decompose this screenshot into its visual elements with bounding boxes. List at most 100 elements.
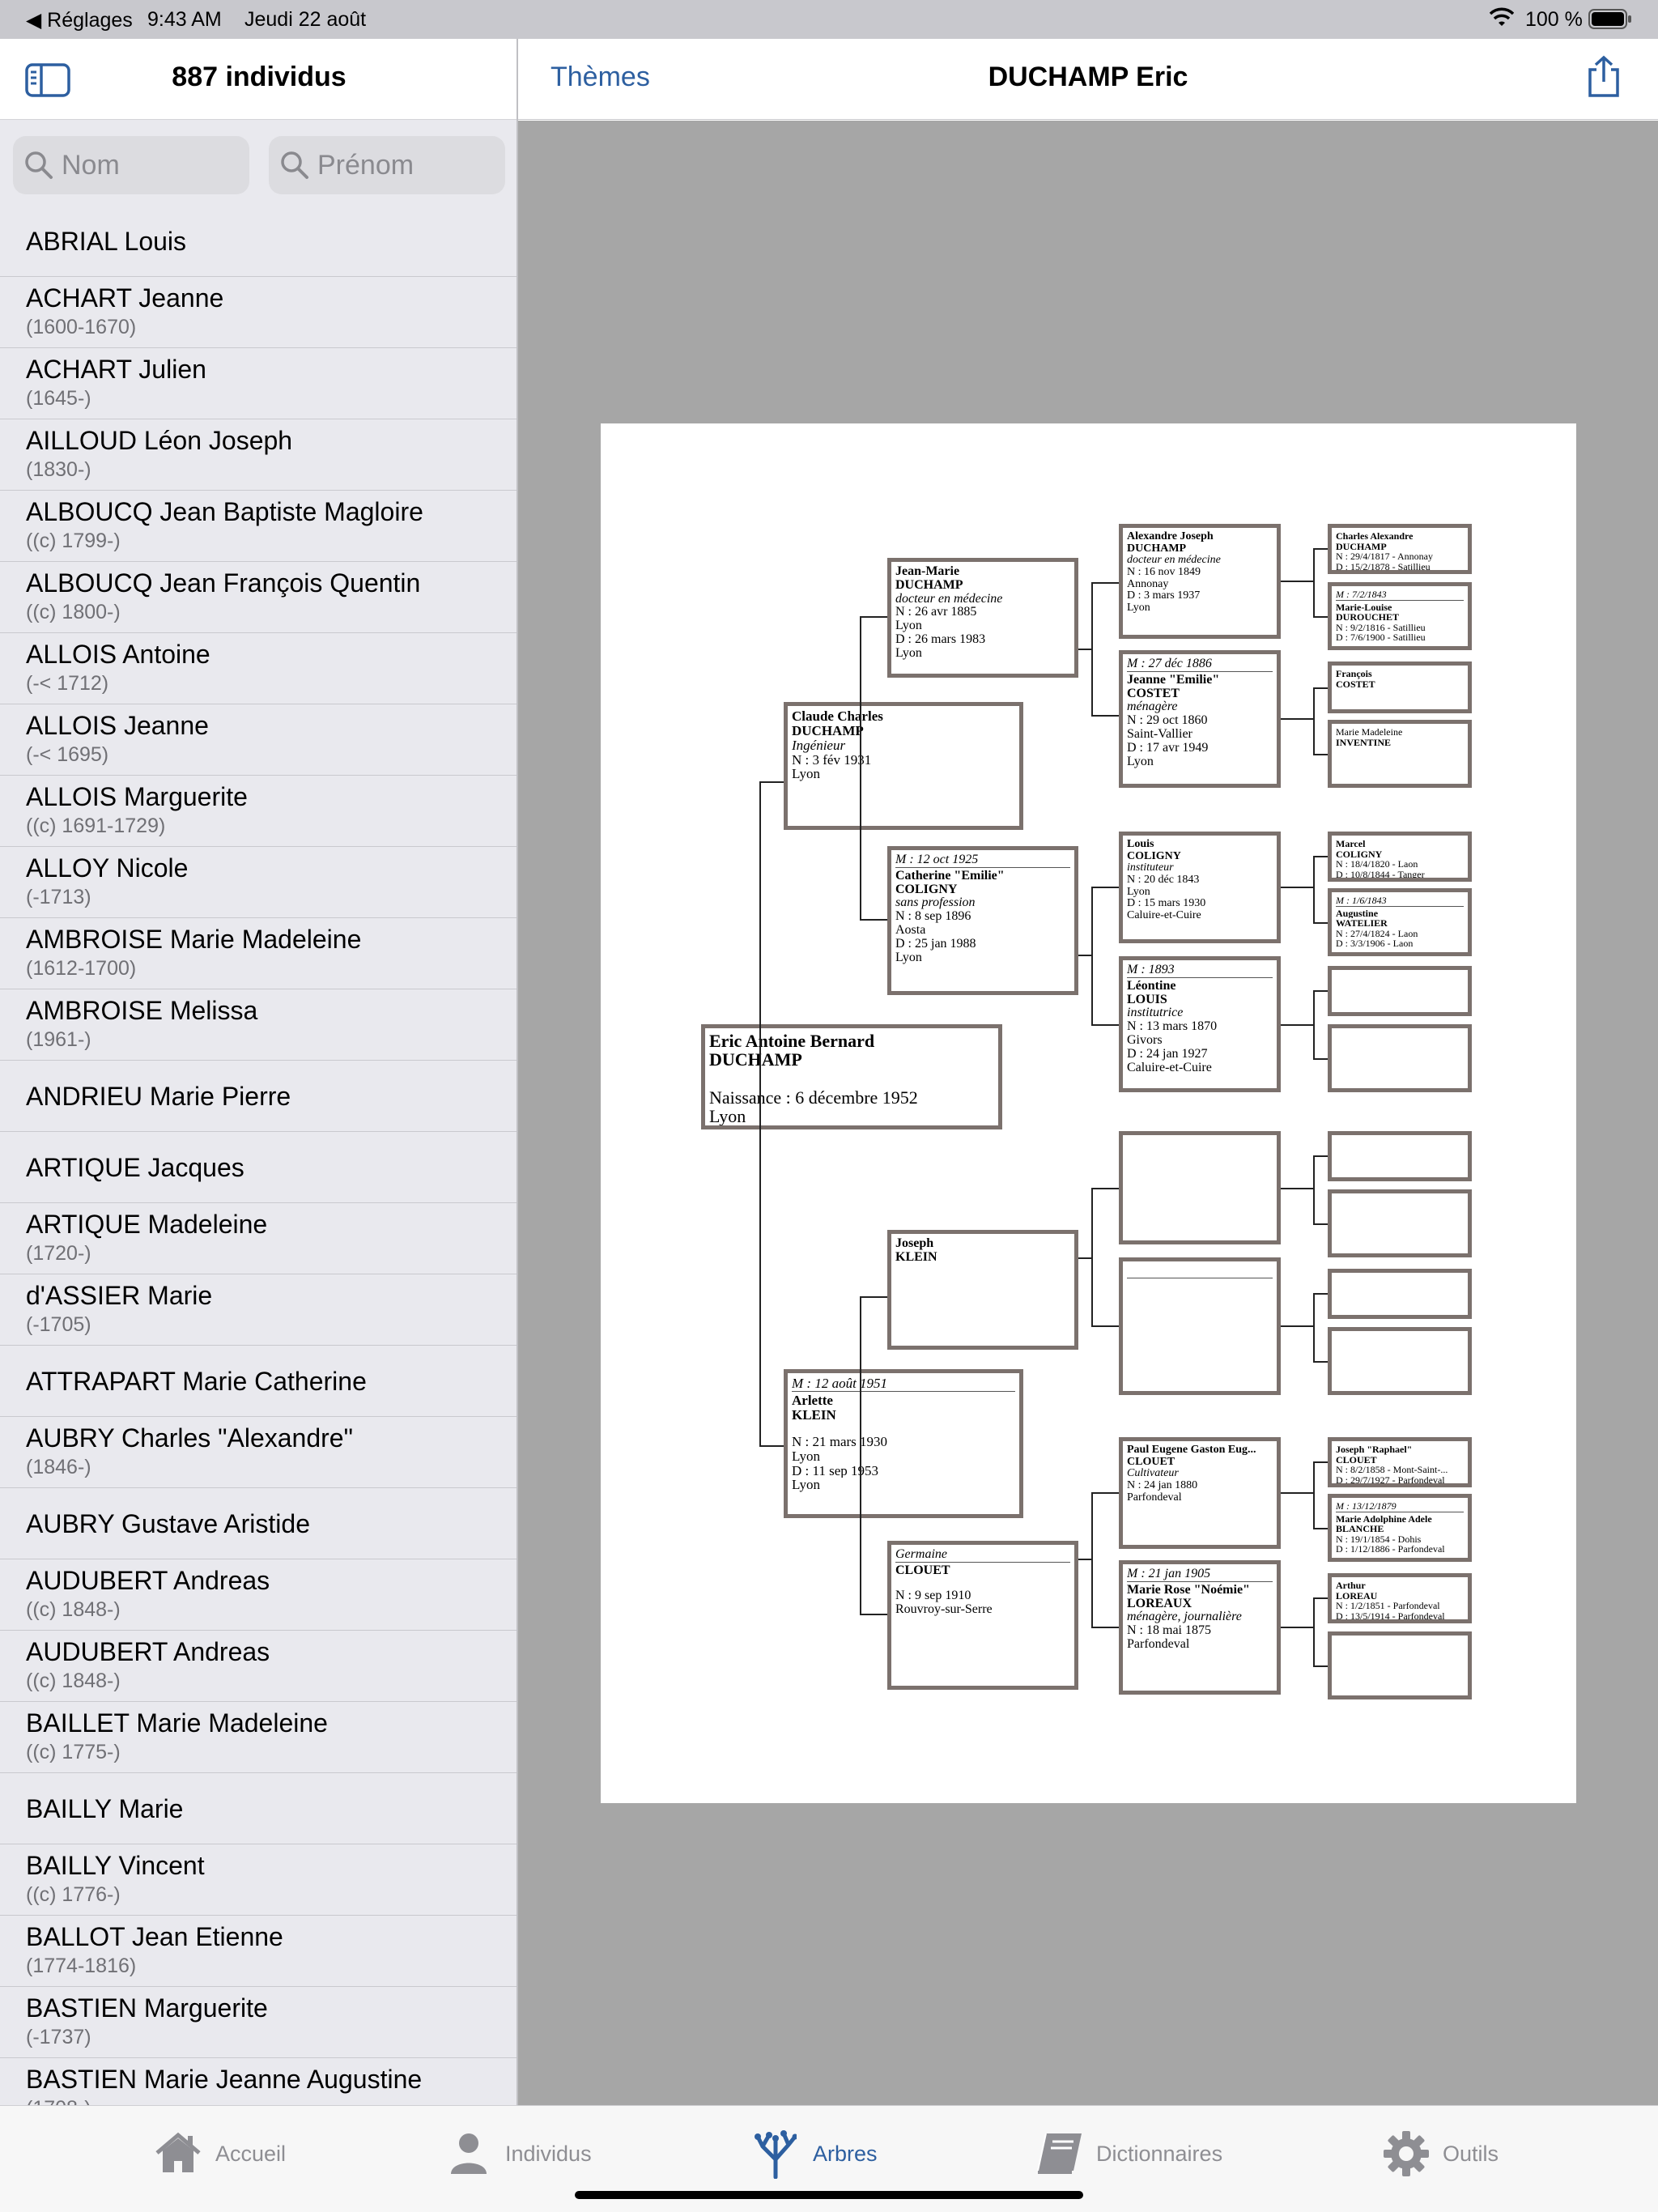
person-list-item[interactable]: ANDRIEU Marie Pierre [0,1061,518,1132]
person-name-line: Joseph "Raphael" [1336,1444,1413,1455]
person-name-line: Léontine [1127,979,1176,993]
person-name: ANDRIEU Marie Pierre [26,1082,291,1111]
person-name-line: Claude Charles [792,709,883,724]
tree-connector [1313,548,1315,618]
person-info-line: D : 26 mars 1983 [895,632,986,646]
tab-accueil[interactable]: Accueil [154,2130,286,2179]
person-name-line: DUROUCHET [1336,612,1400,623]
tree-connector [1091,887,1093,1026]
split-divider[interactable] [517,39,518,2105]
person-list-item[interactable]: ALLOIS Jeanne(-< 1695) [0,704,518,776]
person-info-line: Lyon [709,1107,746,1126]
person-list-item[interactable]: AMBROISE Melissa(1961-) [0,989,518,1061]
person-list-item[interactable]: AUDUBERT Andreas((c) 1848-) [0,1559,518,1631]
person-info-line: N : 1/2/1851 - Parfondeval [1336,1601,1440,1611]
tree-box-g7[interactable] [1328,966,1472,1016]
tab-individus[interactable]: Individus [449,2130,592,2179]
tab-outils[interactable]: Outils [1383,2130,1499,2179]
person-name-line [895,1578,1070,1589]
person-info-line: D : 13/5/1914 - Parfondeval [1336,1610,1445,1622]
person-list-item[interactable]: BAILLET Marie Madeleine((c) 1775-) [0,1702,518,1773]
search-name-field[interactable]: Nom [13,136,249,194]
person-list-item[interactable]: ALBOUCQ Jean Baptiste Magloire((c) 1799-… [0,491,518,562]
person-list-item[interactable]: BAILLY Marie [0,1773,518,1844]
tree-connector [1091,887,1119,888]
person-list-item[interactable]: AUBRY Gustave Aristide [0,1488,518,1559]
person-list-item[interactable]: ALBOUCQ Jean François Quentin((c) 1800-) [0,562,518,633]
person-list-item[interactable]: d'ASSIER Marie(-1705) [0,1274,518,1346]
person-list-item[interactable]: BALLOT Jean Etienne(1774-1816) [0,1916,518,1987]
person-list-item[interactable]: ATTRAPART Marie Catherine [0,1346,518,1417]
person-name-line: Catherine "Emilie" [895,869,1005,883]
person-list-item[interactable]: BASTIEN Marguerite(-1737) [0,1987,518,2058]
tree-connector [1091,582,1119,584]
tab-arbres[interactable]: Arbres [755,2130,878,2180]
tree-connector [1313,1058,1328,1060]
tree-connector [1313,990,1315,1060]
share-icon[interactable] [1585,55,1622,103]
tab-dictionnaires[interactable]: Dictionnaires [1035,2130,1222,2179]
tree-connector [1313,687,1315,755]
person-list-item[interactable]: AMBROISE Marie Madeleine(1612-1700) [0,918,518,989]
person-info-line: N : 9/2/1816 - Satillieu [1336,622,1426,633]
person-info-line: Lyon [895,646,922,660]
sidebar-toggle-icon[interactable] [24,62,74,103]
person-list-item[interactable]: ACHART Julien(1645-) [0,348,518,419]
search-icon [281,151,308,179]
person-list-item[interactable]: AUBRY Charles "Alexandre"(1846-) [0,1417,518,1488]
tree-box-g11[interactable] [1328,1269,1472,1319]
tree-box-g12[interactable] [1328,1327,1472,1395]
themes-button[interactable]: Thèmes [551,62,650,92]
person-list-item[interactable]: AUDUBERT Andreas((c) 1848-) [0,1631,518,1702]
person-info-line: Lyon [1127,602,1150,615]
tree-box-g8[interactable] [1328,1024,1472,1092]
tree-connector [1281,1492,1313,1494]
tree-box-empty[interactable] [1119,1257,1281,1395]
person-list-item[interactable]: ALLOY Nicole(-1713) [0,847,518,918]
tree-box-g16[interactable] [1328,1631,1472,1699]
person-list-item[interactable]: ARTIQUE Madeleine(1720-) [0,1203,518,1274]
person-list-item[interactable]: ALLOIS Antoine(-< 1712) [0,633,518,704]
person-list-item[interactable]: ABRIAL Louis [0,206,518,277]
tree-box-g10[interactable] [1328,1189,1472,1257]
person-list-item[interactable]: BASTIEN Marie Jeanne Augustine(1708-) [0,2058,518,2105]
person-info-line: N : 20 déc 1843 [1127,874,1200,887]
back-to-settings[interactable]: ◀ Réglages [26,9,133,32]
person-list-item[interactable]: ACHART Jeanne(1600-1670) [0,277,518,348]
search-firstname-field[interactable]: Prénom [269,136,505,194]
tree-box-g9[interactable] [1328,1131,1472,1181]
person-info-line: N : 13 mars 1870 [1127,1020,1218,1034]
person-list-item[interactable]: ARTIQUE Jacques [0,1132,518,1203]
person-list-item[interactable]: BAILLY Vincent((c) 1776-) [0,1844,518,1916]
person-name-line: Charles Alexandre [1336,531,1414,542]
tree-box-empty[interactable] [1119,1131,1281,1244]
person-list-item[interactable]: ALLOIS Marguerite((c) 1691-1729) [0,776,518,847]
person-list-item[interactable]: AILLOUD Léon Joseph(1830-) [0,419,518,491]
person-name: ALBOUCQ Jean François Quentin [26,568,421,598]
marriage-date: M : 13/12/1879 [1336,1501,1464,1512]
